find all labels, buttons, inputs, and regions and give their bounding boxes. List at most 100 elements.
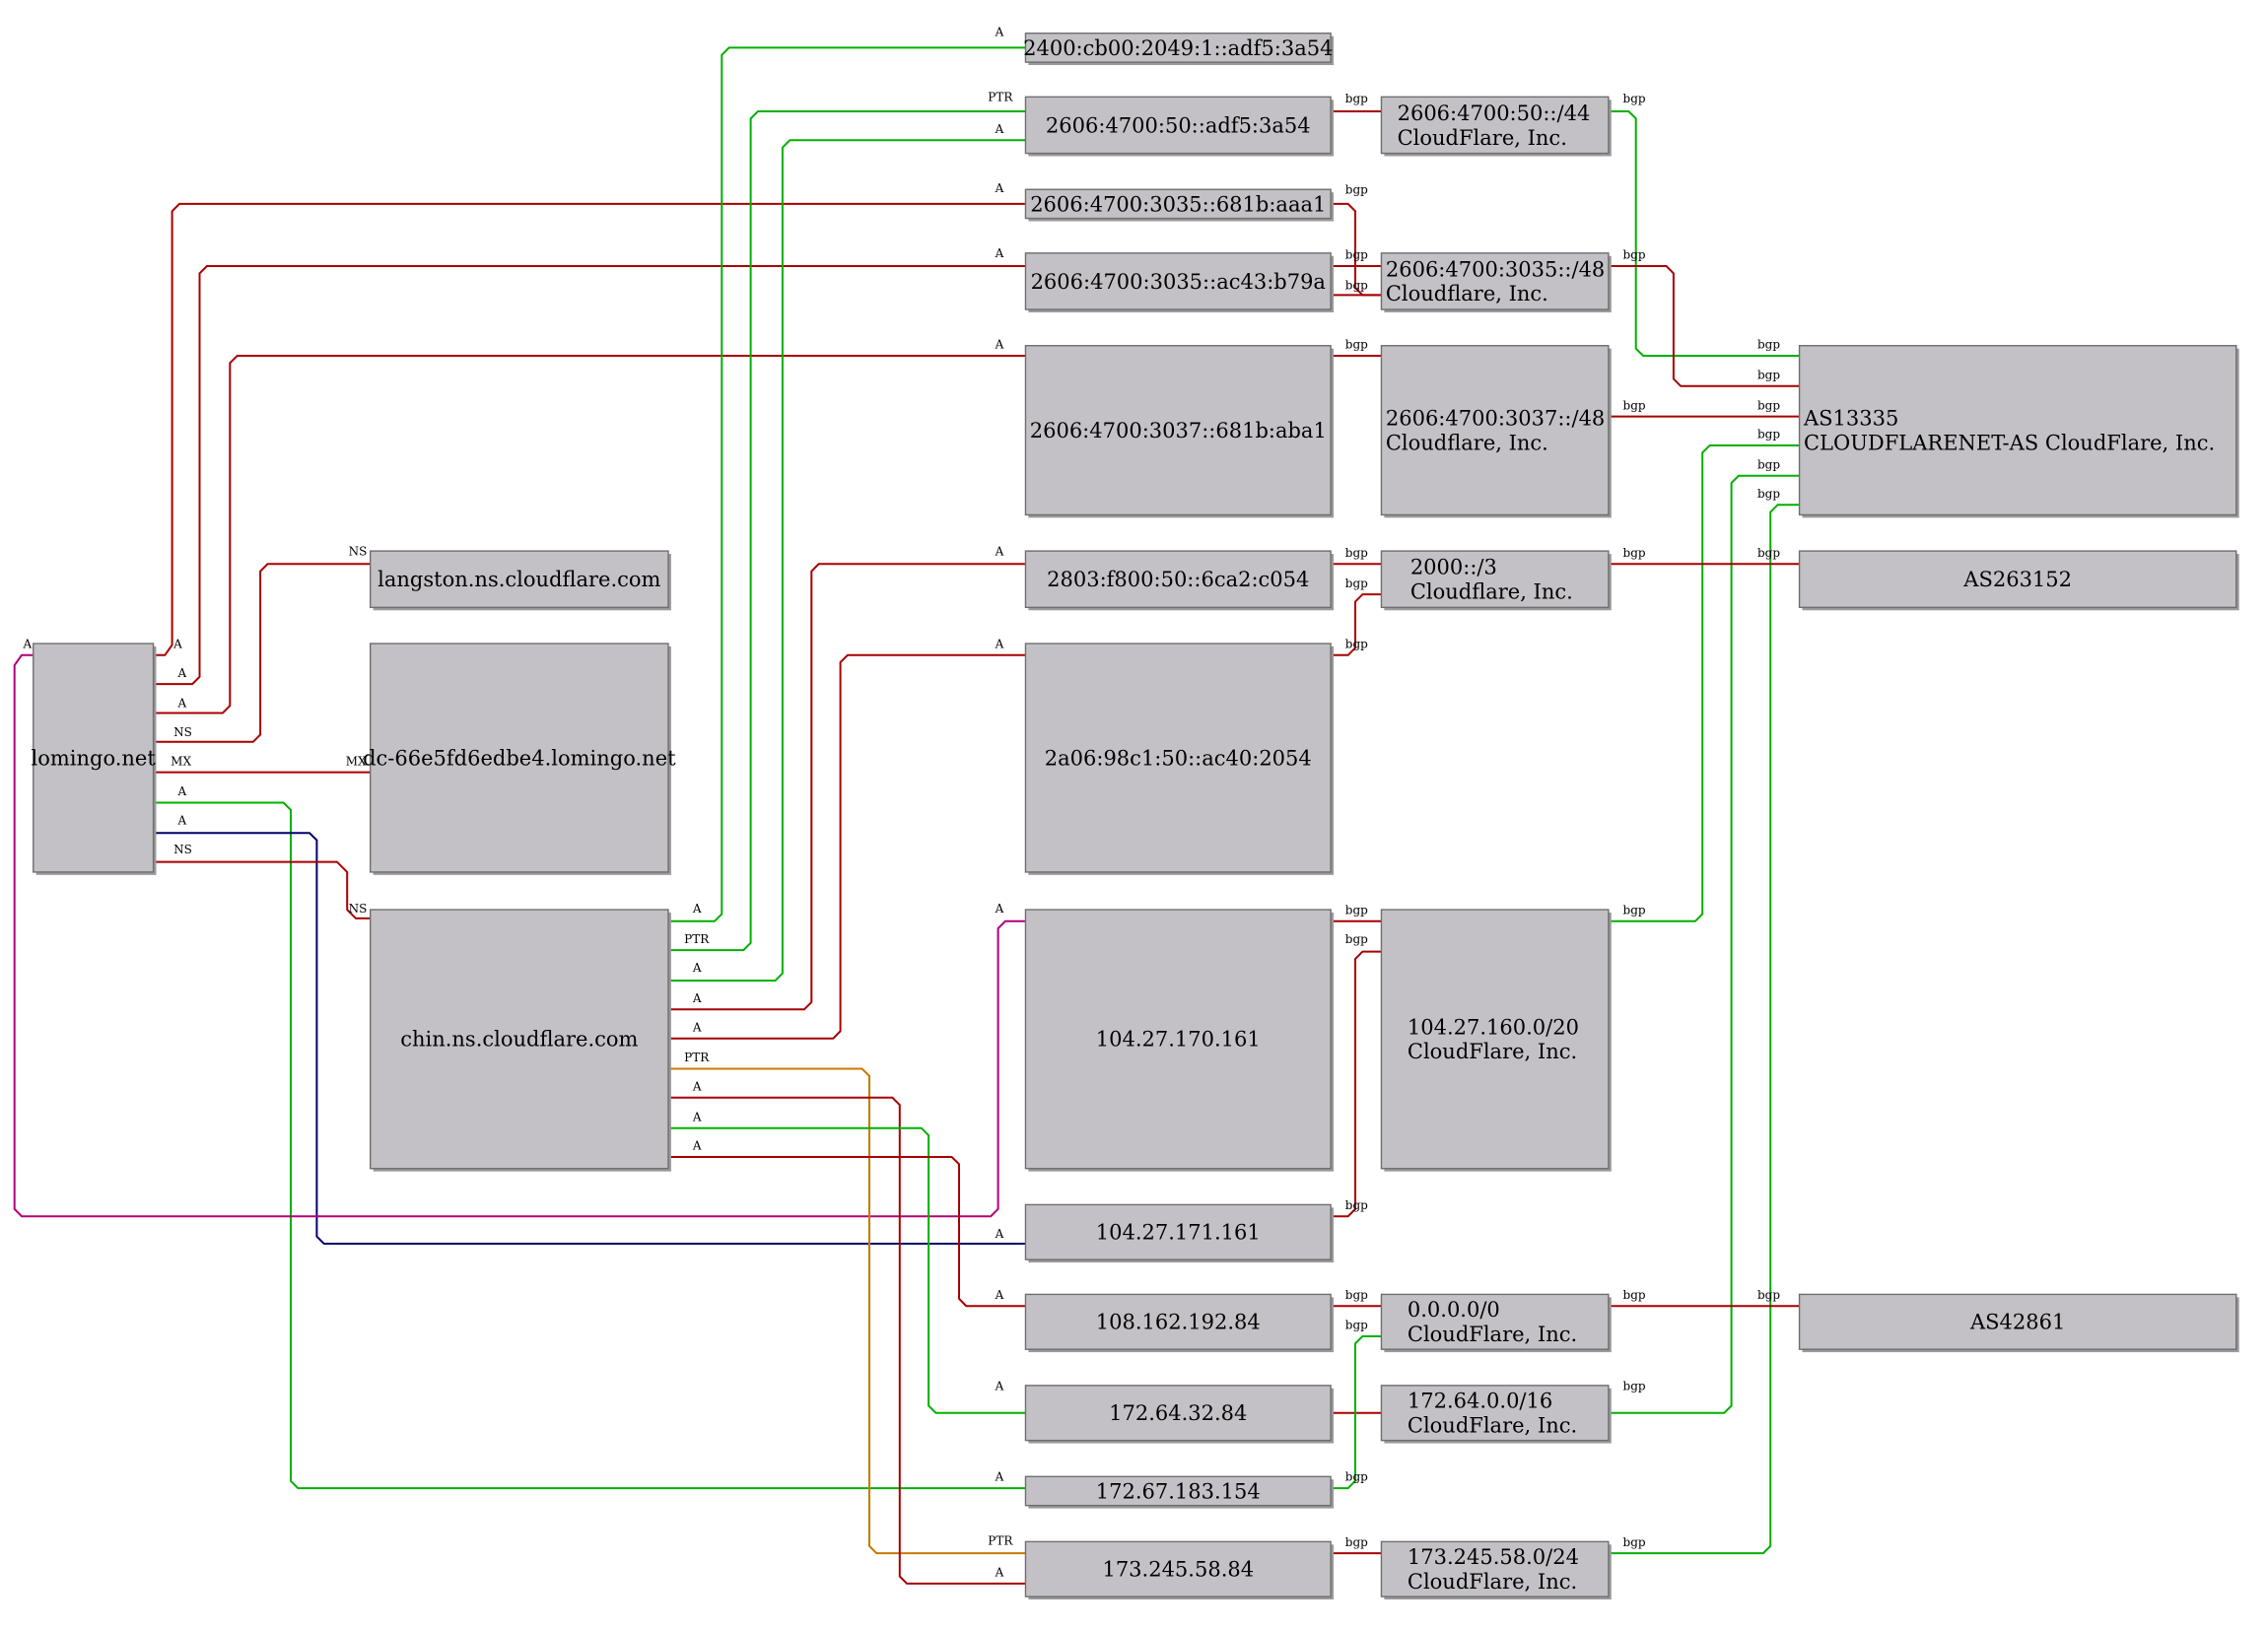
edge-bgp-24 bbox=[1331, 593, 1382, 656]
edge-label-bgp: bgp bbox=[1345, 637, 1368, 650]
edge-bgp-35 bbox=[1608, 474, 1800, 1414]
edge-label-a: A bbox=[995, 122, 1004, 136]
edge-ptr-10 bbox=[668, 110, 1026, 952]
edge-a-11 bbox=[668, 139, 1026, 982]
node-ip6-3035-aaa1[interactable]: 2606:4700:3035::681b:aaa1 bbox=[1024, 188, 1335, 222]
node-lomingo[interactable]: lomingo.net bbox=[31, 643, 157, 875]
edge-label-a: A bbox=[692, 1020, 702, 1034]
node-langston[interactable]: langston.ns.cloudflare.com bbox=[369, 550, 671, 611]
node-as42861[interactable]: AS42861 bbox=[1798, 1293, 2239, 1353]
node-box bbox=[1380, 1293, 1610, 1350]
edge-label-ptr: PTR bbox=[988, 1533, 1013, 1547]
nodes-layer: lomingo.net langston.ns.cloudflare.com dc-… bbox=[31, 33, 2239, 1600]
node-ip6-2606-50[interactable]: 2606:4700:50::adf5:3a54 bbox=[1024, 96, 1335, 157]
edge-label-bgp: bgp bbox=[1757, 428, 1780, 441]
edge-label-bgp: bgp bbox=[1345, 92, 1368, 105]
node-ip6-2a06[interactable]: 2a06:98c1:50::ac40:2054 bbox=[1024, 643, 1335, 875]
edge-label-bgp: bgp bbox=[1757, 338, 1780, 352]
edge-label-bgp: bgp bbox=[1757, 546, 1780, 560]
node-ip6-3035-b79a[interactable]: 2606:4700:3035::ac43:b79a bbox=[1024, 252, 1335, 312]
edge-label-bgp: bgp bbox=[1345, 1470, 1368, 1484]
edge-a-1 bbox=[153, 265, 1026, 686]
edge-ns-7 bbox=[153, 860, 371, 919]
edge-label-a: A bbox=[692, 961, 702, 975]
node-label: 2a06:98c1:50::ac40:2054 bbox=[1045, 746, 1312, 770]
edge-label-a: A bbox=[995, 1288, 1004, 1302]
edge-label-a: A bbox=[692, 902, 702, 916]
edge-label-bgp: bgp bbox=[1345, 1288, 1368, 1302]
edge-a-6 bbox=[153, 832, 1026, 1245]
node-ip4-172-67[interactable]: 172.67.183.154 bbox=[1024, 1475, 1335, 1509]
node-label: CloudFlare, Inc. bbox=[1408, 1323, 1577, 1346]
node-ip4-171[interactable]: 104.27.171.161 bbox=[1024, 1203, 1335, 1263]
edge-label-ns: NS bbox=[173, 843, 192, 856]
node-box bbox=[1024, 643, 1332, 873]
edge-label-ns: NS bbox=[173, 725, 192, 739]
node-box bbox=[1024, 1540, 1332, 1597]
node-ip4-172-64[interactable]: 172.64.32.84 bbox=[1024, 1385, 1335, 1444]
node-label: 104.27.170.161 bbox=[1096, 1028, 1261, 1052]
node-ip4-108[interactable]: 108.162.192.84 bbox=[1024, 1293, 1335, 1353]
edge-label-bgp: bgp bbox=[1623, 1379, 1646, 1392]
edge-bgp-31 bbox=[1608, 110, 1800, 357]
node-box bbox=[369, 550, 669, 609]
edge-label-bgp: bgp bbox=[1345, 546, 1368, 560]
node-ip6-2803[interactable]: 2803:f800:50::6ca2:c054 bbox=[1024, 550, 1335, 611]
node-ip6-2400[interactable]: 2400:cb00:2049:1::adf5:3a54 bbox=[1023, 33, 1335, 66]
node-box bbox=[1024, 909, 1332, 1170]
edge-a-16 bbox=[668, 1126, 1026, 1414]
edge-label-a: A bbox=[995, 902, 1004, 916]
node-box bbox=[33, 643, 155, 873]
edge-label-bgp: bgp bbox=[1623, 92, 1646, 105]
node-label: 2606:4700:3037::681b:aba1 bbox=[1030, 419, 1327, 442]
node-label: langston.ns.cloudflare.com bbox=[378, 568, 660, 591]
node-label: Cloudflare, Inc. bbox=[1410, 580, 1573, 604]
node-label: 2606:4700:3037::/48 bbox=[1386, 406, 1605, 430]
edge-a-0 bbox=[153, 202, 1026, 656]
node-label: 108.162.192.84 bbox=[1096, 1311, 1261, 1334]
edge-label-a: A bbox=[995, 1470, 1004, 1484]
edge-bgp-26 bbox=[1331, 950, 1382, 1218]
edge-label-bgp: bgp bbox=[1345, 1535, 1368, 1549]
node-label: 172.64.0.0/16 bbox=[1408, 1390, 1552, 1413]
node-chin[interactable]: chin.ns.cloudflare.com bbox=[369, 909, 671, 1172]
node-as263152[interactable]: AS263152 bbox=[1798, 550, 2239, 611]
edge-label-bgp: bgp bbox=[1345, 183, 1368, 197]
node-box bbox=[1024, 1293, 1332, 1350]
edge-label-bgp: bgp bbox=[1345, 577, 1368, 590]
node-dc[interactable]: dc-66e5fd6edbe4.lomingo.net bbox=[363, 643, 676, 875]
node-label: 2606:4700:50::adf5:3a54 bbox=[1046, 113, 1311, 137]
node-label: 2606:4700:3035::ac43:b79a bbox=[1031, 270, 1326, 294]
node-box bbox=[369, 643, 669, 873]
node-ip6-3037[interactable]: 2606:4700:3037::681b:aba1 bbox=[1024, 345, 1335, 518]
node-label: 104.27.160.0/20 bbox=[1408, 1015, 1579, 1039]
edge-label-a: A bbox=[995, 26, 1004, 39]
node-ip4-173[interactable]: 173.245.58.84 bbox=[1024, 1540, 1335, 1600]
edge-label-a: A bbox=[995, 181, 1004, 195]
node-label: Cloudflare, Inc. bbox=[1386, 282, 1548, 306]
edge-label-ptr: PTR bbox=[684, 932, 710, 946]
node-label: AS13335 bbox=[1803, 406, 1898, 430]
node-ip4-170[interactable]: 104.27.170.161 bbox=[1024, 909, 1335, 1172]
edge-bgp-29 bbox=[1331, 1335, 1382, 1490]
edge-label-a: A bbox=[177, 784, 187, 798]
edge-ns-3 bbox=[153, 563, 371, 743]
edge-label-a: A bbox=[692, 1110, 702, 1123]
node-label: 2000::/3 bbox=[1410, 556, 1497, 579]
edge-label-a: A bbox=[177, 666, 187, 680]
edge-ptr-14 bbox=[668, 1067, 1026, 1555]
edge-label-a: A bbox=[172, 637, 182, 650]
edge-label-ns: NS bbox=[349, 902, 368, 916]
node-label: 2606:4700:3035::681b:aaa1 bbox=[1030, 192, 1326, 216]
